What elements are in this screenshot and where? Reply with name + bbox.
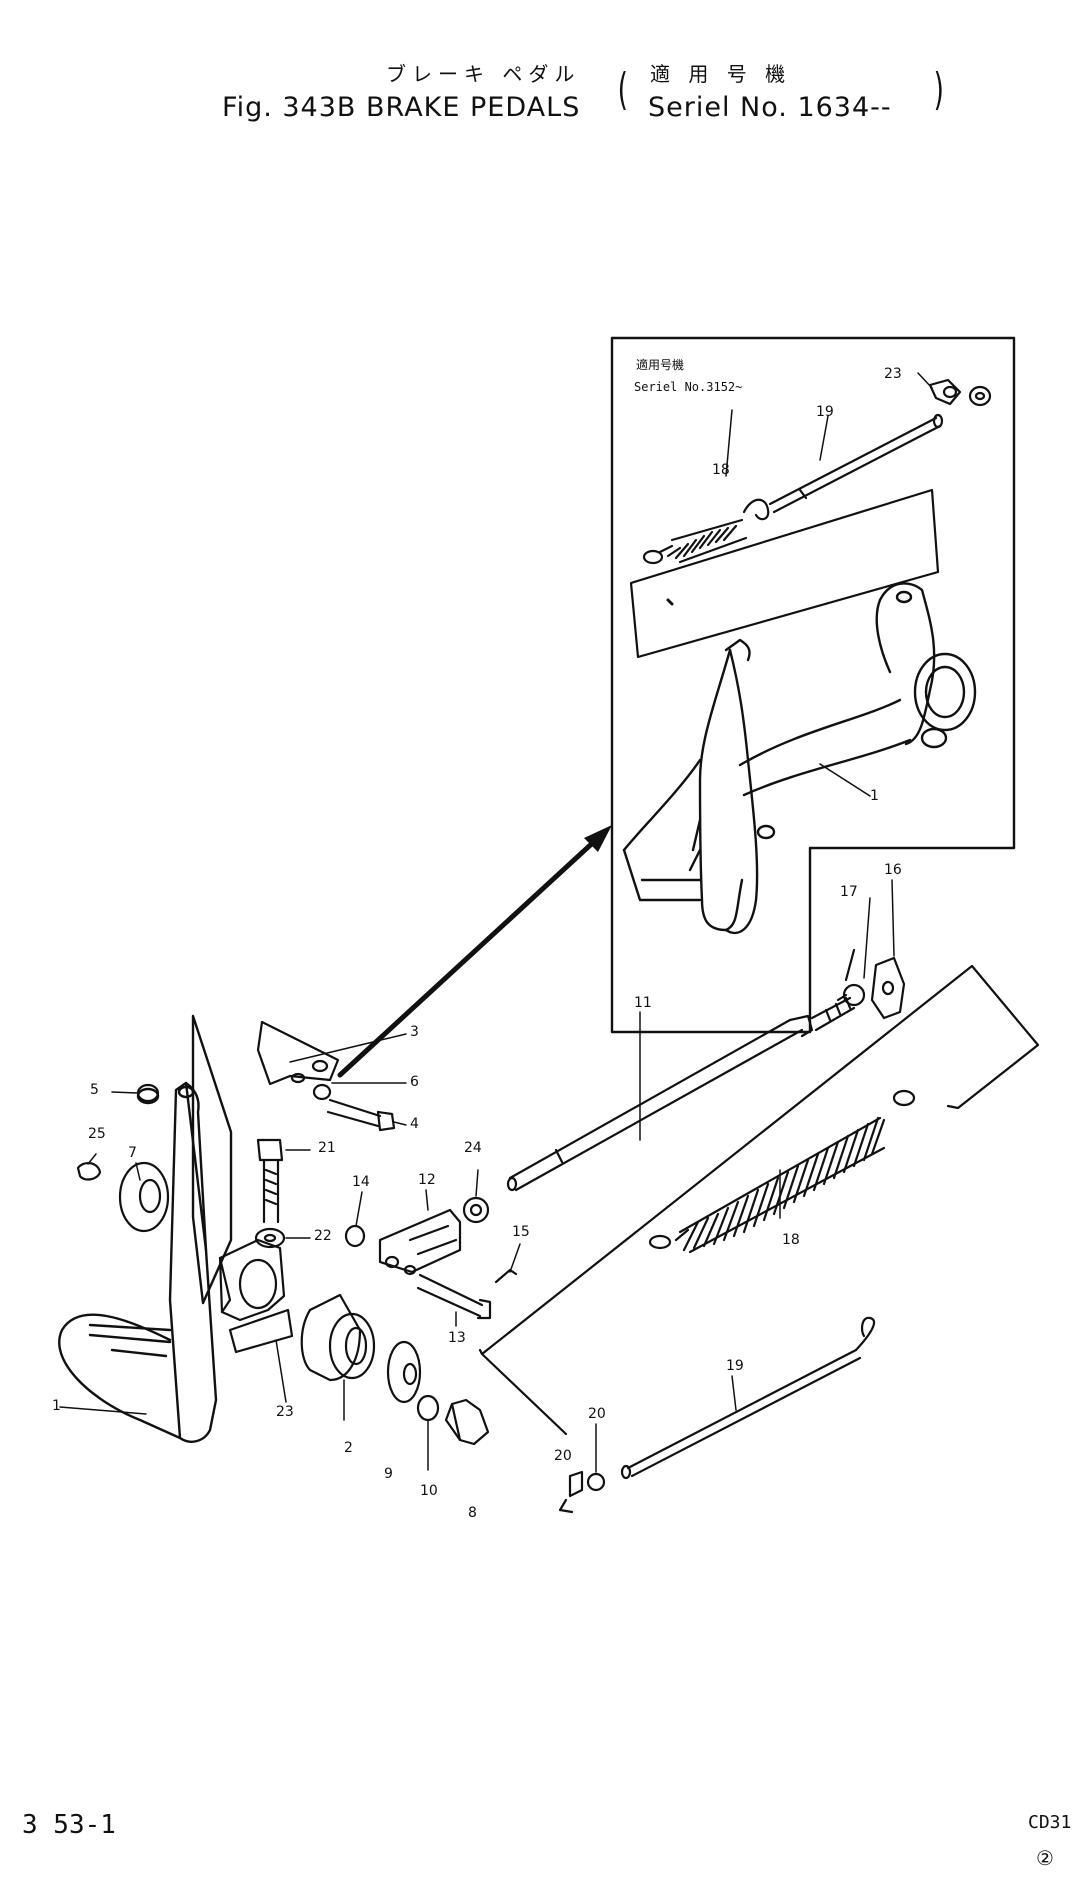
washer-10 [416,1394,440,1422]
pin-13 [416,1273,492,1320]
inset-rod [742,413,944,521]
callout-12: 12 [418,1172,436,1188]
inset-serial-japanese: 適用号機 [636,358,685,372]
callout-18: 18 [782,1232,800,1248]
callout-3: 3 [410,1024,419,1040]
callout-19-inset: 19 [816,404,834,420]
inset-clip [928,378,992,407]
callout-1-inset: 1 [870,788,879,804]
callout-13: 13 [448,1330,466,1346]
bushing-2 [300,1293,376,1382]
figure-title: Fig. 343B BRAKE PEDALS [222,92,581,123]
callout-17: 17 [840,884,858,900]
serial-number: Seriel No. 1634-- [648,92,892,123]
callout-10: 10 [420,1483,438,1499]
snap-ring-25 [76,1162,102,1181]
rod-11 [506,996,856,1192]
inset-frame [610,336,1016,1034]
paren-open: ( [617,64,629,115]
washer-5 [136,1083,160,1103]
callout-18-inset: 18 [712,462,730,478]
callout-15: 15 [512,1224,530,1240]
callout-4: 4 [410,1116,419,1132]
title-japanese: ブレーキ ペダル [386,62,581,86]
inset-plate [629,488,940,659]
drawing-code: CD31 [1028,1812,1072,1833]
bolt-8 [444,1398,490,1446]
main-boss [218,1238,294,1354]
rod-19 [620,1316,876,1480]
leader-lines [59,372,933,1473]
pointer-arrow [337,825,612,1078]
cotter-15 [494,1268,518,1284]
bracket-16 [870,956,906,1020]
spring-plate [478,964,1040,1436]
callout-24: 24 [464,1140,482,1156]
callout-2: 2 [344,1440,353,1456]
callout-21: 21 [318,1140,336,1156]
callout-19: 19 [726,1358,744,1374]
callout-11: 11 [634,995,652,1011]
callout-20-left: 20 [554,1448,572,1464]
clip-17 [836,948,866,1007]
clip-20 [558,1470,606,1514]
callout-7: 7 [128,1145,137,1161]
callout-23: 23 [276,1404,294,1420]
washer-9 [386,1340,422,1404]
callout-14: 14 [352,1174,370,1190]
callout-23-inset: 23 [884,366,902,382]
callout-20: 20 [588,1406,606,1422]
drawing-code-sub: ② [1036,1846,1054,1870]
serial-japanese: 適 用 号 機 [650,62,792,86]
nut-24 [462,1196,490,1224]
callout-8: 8 [468,1505,477,1521]
callout-16: 16 [884,862,902,878]
page-reference: 3 53-1 [22,1810,116,1840]
callout-22: 22 [314,1228,332,1244]
clevis-12 [378,1208,462,1276]
callout-6: 6 [410,1074,419,1090]
paren-close: ) [933,64,945,115]
main-pedal [58,1014,233,1443]
callout-25: 25 [88,1126,106,1142]
callout-1: 1 [52,1398,61,1414]
bushing-7 [118,1161,170,1233]
callout-9: 9 [384,1466,393,1482]
link-3 [256,1020,396,1132]
inset-pedal [622,582,977,935]
inset-spring [642,518,748,565]
callout-5: 5 [90,1082,99,1098]
bolt-21 [254,1138,286,1249]
washer-14 [344,1224,366,1248]
inset-serial-number: Seriel No.3152~ [634,380,743,394]
